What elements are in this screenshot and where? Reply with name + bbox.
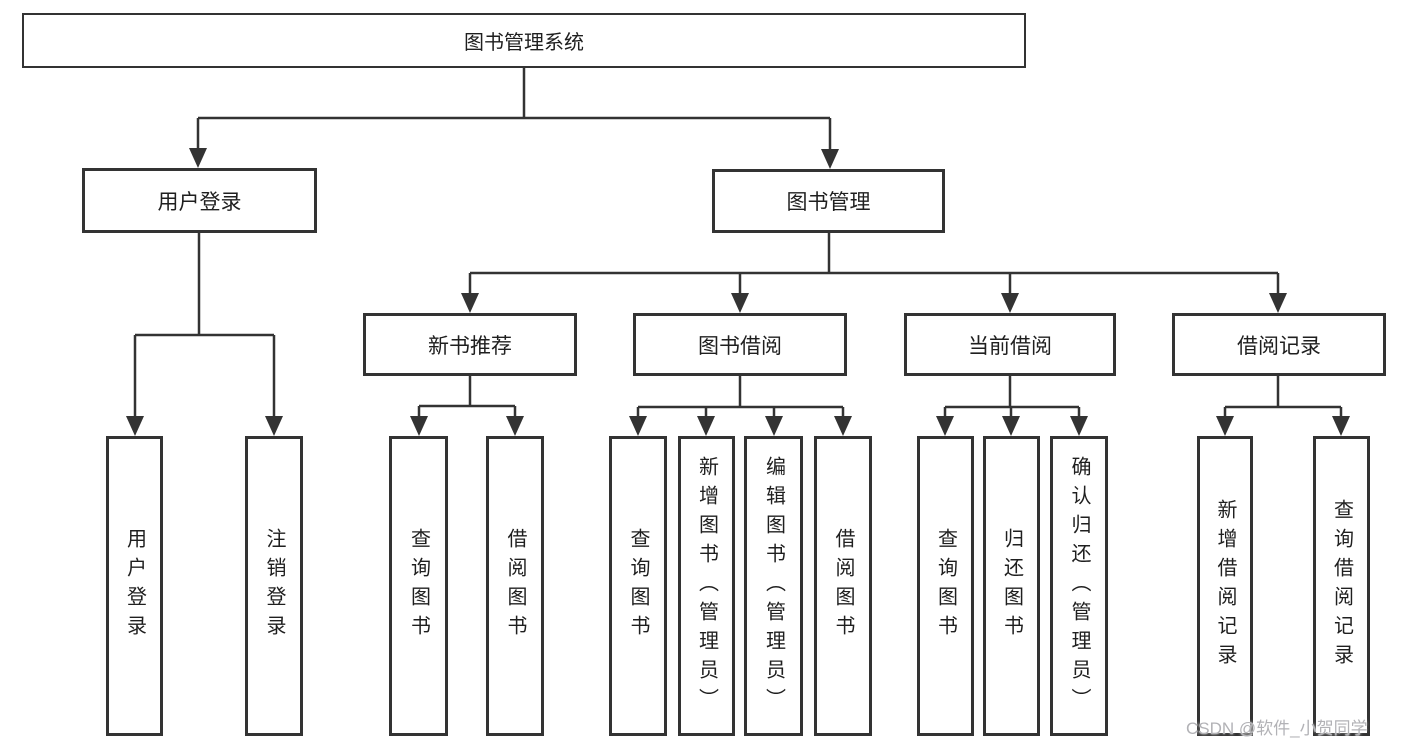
- node-label: 借阅记录: [1237, 334, 1321, 358]
- node-new-book-recommend: 新书推荐: [363, 313, 577, 376]
- node-label: 新书推荐: [428, 334, 512, 358]
- node-label: 借阅图书: [832, 528, 854, 644]
- leaf-add-books-admin: 新增图书（管理员）: [678, 436, 735, 736]
- node-label: 用户登录: [157, 190, 242, 214]
- leaf-query-books-borrow: 查询图书: [609, 436, 667, 736]
- node-label: 确认归还（管理员）: [1068, 455, 1090, 717]
- leaf-logout: 注销登录: [245, 436, 303, 736]
- leaf-confirm-return-admin: 确认归还（管理员）: [1050, 436, 1108, 736]
- leaf-add-borrow-record: 新增借阅记录: [1197, 436, 1253, 736]
- node-label: 当前借阅: [968, 334, 1052, 358]
- node-book-management: 图书管理: [712, 169, 945, 233]
- node-label: 查询图书: [627, 528, 649, 644]
- node-borrow-records: 借阅记录: [1172, 313, 1386, 376]
- leaf-user-login: 用户登录: [106, 436, 163, 736]
- node-label: 图书管理系统: [464, 32, 584, 54]
- leaf-query-books-current: 查询图书: [917, 436, 974, 736]
- node-label: 查询借阅记录: [1330, 499, 1353, 673]
- node-book-borrow: 图书借阅: [633, 313, 847, 376]
- arrowheads: [126, 148, 1350, 436]
- node-label: 用户登录: [123, 528, 146, 644]
- node-label: 归还图书: [1000, 528, 1023, 644]
- node-library-management-system: 图书管理系统: [22, 13, 1026, 68]
- node-label: 图书管理: [786, 191, 871, 214]
- node-current-borrow: 当前借阅: [904, 313, 1116, 376]
- node-label: 编辑图书（管理员）: [762, 455, 785, 717]
- node-label: 新增借阅记录: [1214, 499, 1236, 673]
- node-label: 新增图书（管理员）: [695, 455, 718, 717]
- leaf-query-borrow-record: 查询借阅记录: [1313, 436, 1370, 736]
- leaf-edit-books-admin: 编辑图书（管理员）: [744, 436, 803, 736]
- connector-paths: [133, 68, 1343, 422]
- node-label: 查询图书: [934, 528, 957, 644]
- node-label: 借阅图书: [504, 528, 526, 644]
- leaf-return-books: 归还图书: [983, 436, 1040, 736]
- node-user-login: 用户登录: [82, 168, 317, 233]
- leaf-borrow-books: 借阅图书: [814, 436, 872, 736]
- node-label: 图书借阅: [698, 334, 782, 358]
- node-label: 查询图书: [407, 528, 430, 644]
- leaf-borrow-books-recommend: 借阅图书: [486, 436, 544, 736]
- node-label: 注销登录: [263, 528, 285, 644]
- leaf-query-books-recommend: 查询图书: [389, 436, 448, 736]
- csdn-watermark: CSDN @软件_小贺同学: [1186, 719, 1368, 738]
